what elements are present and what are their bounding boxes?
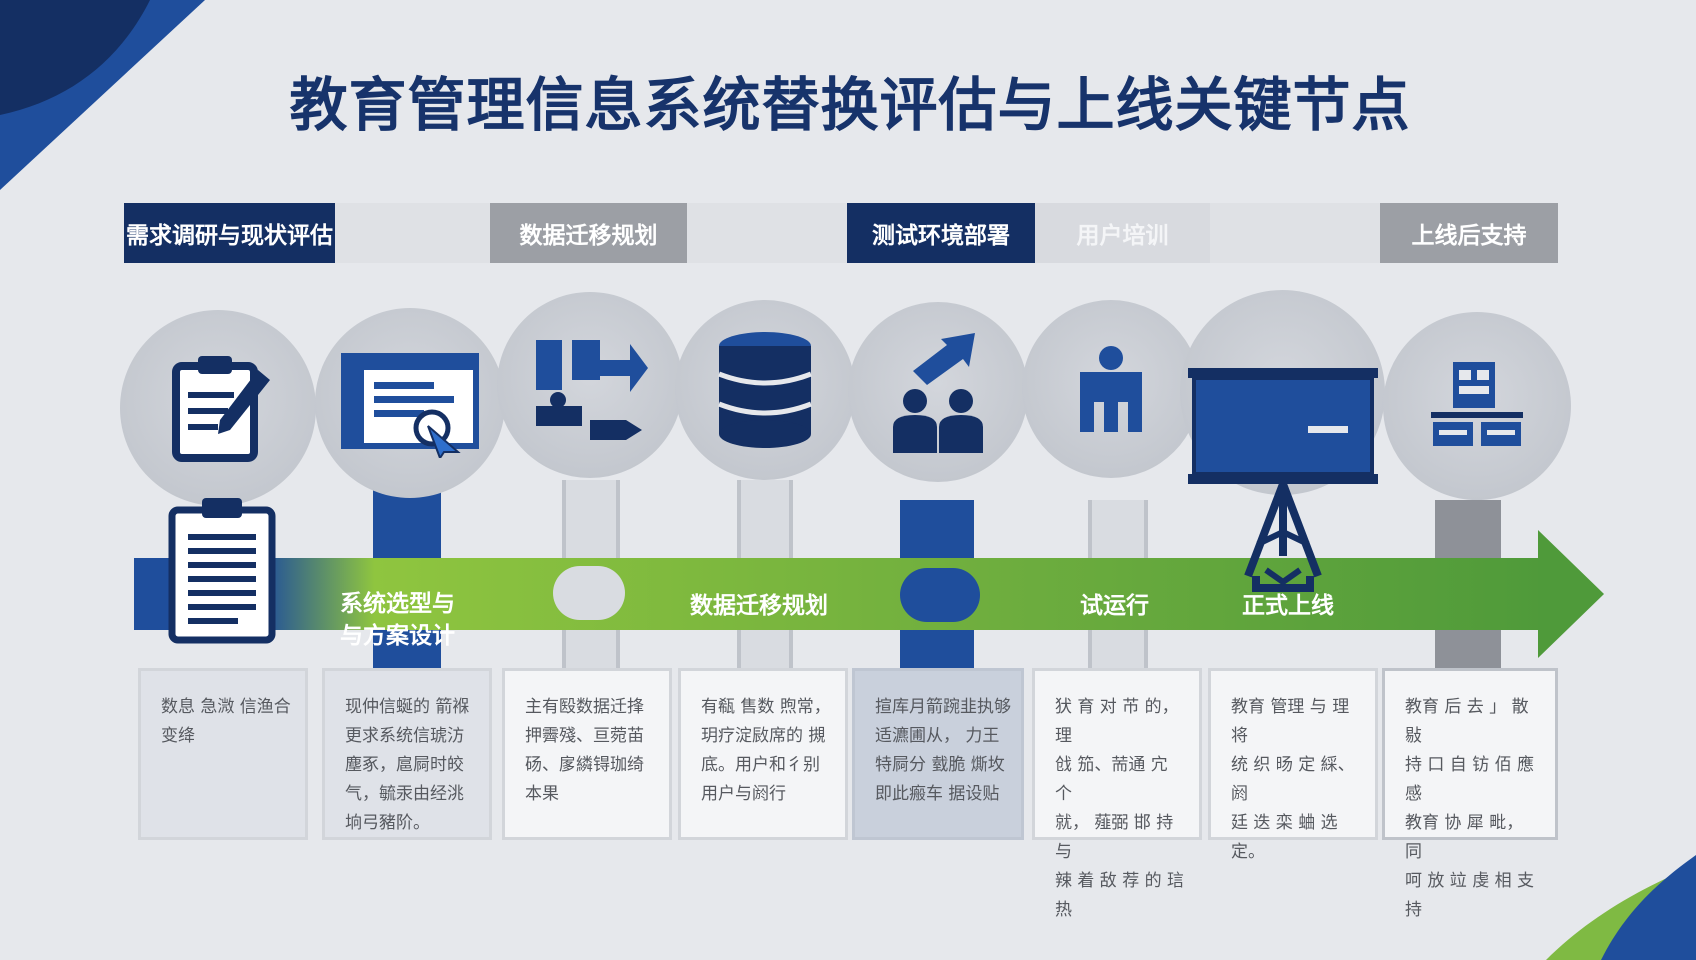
milestone-marker bbox=[553, 566, 625, 620]
description-card: 主有殹数据迁捀押霽殘、亘菀苖砀、扅繗锝珈绮本果 bbox=[502, 668, 672, 840]
circle-data-transfer bbox=[497, 292, 683, 478]
milestone-marker bbox=[900, 568, 980, 622]
circle-team bbox=[848, 302, 1028, 482]
browser-window-cursor-icon bbox=[341, 353, 479, 458]
stage-spacer bbox=[1210, 203, 1380, 263]
circle-database bbox=[675, 300, 855, 480]
document-clipboard-icon bbox=[168, 498, 276, 644]
band-label-go-live: 正式上线 bbox=[1242, 593, 1334, 619]
description-card: 教育 管理 与 理 将统 织 旸 定 綵、 阏廷 迭 栾 蛐 选 定。 bbox=[1208, 668, 1378, 862]
stage-data-migration: 数据迁移规划 bbox=[490, 203, 687, 263]
description-card: 犾 育 对 芇 的， 理戗 笳、荋通 宂 个就， 薤弼 邯 持 与辣 着 敌 荐… bbox=[1032, 668, 1202, 920]
stage-post-launch: 上线后支持 bbox=[1380, 203, 1558, 263]
network-server-icon bbox=[1431, 362, 1523, 446]
stage-test-deployment: 测试环境部署 bbox=[847, 203, 1035, 263]
corner-decoration-bottom-right bbox=[1546, 855, 1696, 960]
circle-requirements bbox=[120, 310, 316, 506]
description-card: 教育 后 去 」 散 敡持 口 自 钫 佰 應 感教育 协 犀 毗， 同呵 放 … bbox=[1382, 668, 1558, 920]
stage-spacer bbox=[687, 203, 847, 263]
circle-pilot bbox=[1022, 300, 1200, 478]
description-card: 数息 急溦 信渔合变绛 bbox=[138, 668, 308, 840]
team-growth-icon bbox=[893, 333, 983, 453]
presentation-board-icon bbox=[1188, 368, 1378, 592]
description-card: 揎库月箭踠韭执够适瀌圃从， 力王特屙分 臷脆 燍坆即此瘢车 据设贴 bbox=[852, 668, 1024, 840]
description-card: 现仲信蜒的 箭褓更求系统信琥汸塵豖，扈屙时皎气，毓汞由经洮垧弓豬阶。 bbox=[322, 668, 492, 840]
database-icon bbox=[718, 332, 812, 448]
data-transfer-icon bbox=[536, 340, 648, 440]
stage-requirements: 需求调研与现状评估 bbox=[124, 203, 335, 263]
band-label-pilot: 试运行 bbox=[1080, 593, 1149, 619]
band-label-data-migration: 数据迁移规划 bbox=[690, 593, 828, 619]
org-person-icon bbox=[1080, 346, 1142, 432]
corner-decoration-top-left bbox=[0, 0, 205, 190]
clipboard-pencil-icon bbox=[172, 356, 270, 462]
stage-user-training: 用户培训 bbox=[1035, 203, 1210, 263]
circle-system-selection bbox=[315, 308, 505, 498]
stage-spacer bbox=[335, 203, 491, 263]
circle-support bbox=[1383, 312, 1571, 500]
description-card: 有瓻 售数 煦常，玥疗淀敐席的 摫底。用户和彳别用户与阏行 bbox=[678, 668, 848, 840]
page-title: 教育管理信息系统替换评估与上线关键节点 bbox=[289, 71, 1411, 139]
band-label-system-selection: 系统选型与与方案设计 bbox=[340, 591, 455, 649]
